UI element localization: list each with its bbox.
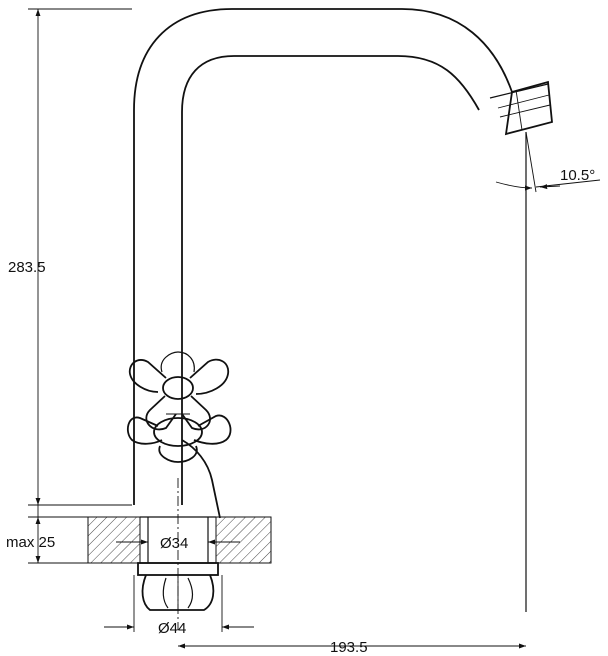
dimension-reach-label: 193.5 — [330, 639, 368, 656]
dimension-reach: 193.5 — [178, 639, 526, 656]
dimension-counter-thickness: max 25 — [6, 505, 88, 563]
dimension-counter-label: max 25 — [6, 534, 55, 551]
cross-handle-bottom — [126, 413, 232, 463]
countertop-section — [87, 516, 272, 564]
dimension-angle-label: 10.5° — [560, 167, 595, 184]
dimension-base-label: Ø44 — [158, 620, 186, 637]
faucet-outline — [133, 8, 553, 519]
spout-aerator — [489, 80, 553, 136]
dimension-spout-angle: 10.5° — [495, 167, 601, 191]
dimension-base-diameter: Ø44 — [104, 575, 254, 637]
cross-handle-top — [128, 351, 230, 431]
dimension-height-label: 283.5 — [8, 259, 46, 276]
dimension-shank-diameter: Ø34 — [116, 535, 240, 552]
dimension-shank-label: Ø34 — [160, 535, 188, 552]
dimension-height: 283.5 — [8, 9, 46, 505]
